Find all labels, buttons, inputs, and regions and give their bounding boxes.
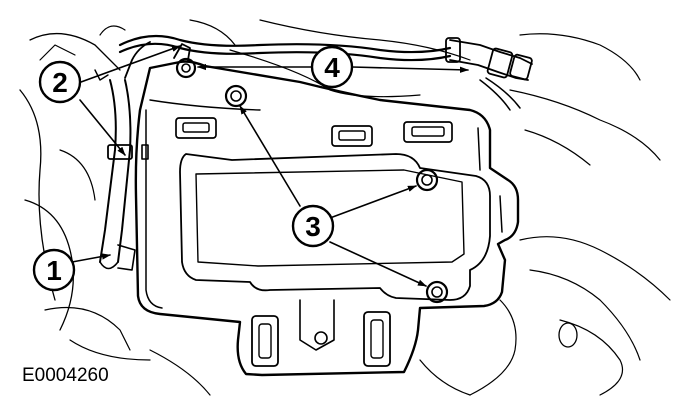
callout-4: 4	[197, 45, 469, 89]
callout-2-leader	[69, 45, 181, 87]
callout-1-leader	[71, 253, 111, 263]
battery-tray	[134, 43, 520, 377]
callout-2-leader-b	[79, 99, 126, 156]
callout-3: 3	[239, 105, 427, 287]
figure-reference-code: E0004260	[22, 365, 109, 386]
callout-4-label: 4	[324, 52, 340, 83]
callout-3-leader-a	[239, 105, 301, 207]
callout-1-label: 1	[46, 255, 62, 286]
wiring-harness	[94, 41, 151, 271]
callout-4-leader-b	[351, 66, 469, 73]
callout-2-label: 2	[52, 67, 68, 98]
callout-2-circle	[38, 60, 82, 104]
callout-1-circle	[32, 248, 76, 292]
callout-1: 1	[32, 248, 111, 292]
callout-4-circle	[310, 45, 354, 89]
callout-3-label: 3	[305, 211, 321, 242]
callout-2: 2	[38, 45, 181, 156]
background-engine-bay	[19, 19, 671, 396]
callout-3-circle	[291, 204, 335, 248]
fuel-line-hose	[118, 34, 533, 111]
callout-3-leader-b	[329, 185, 417, 219]
callout-3-leader-c	[329, 241, 427, 287]
